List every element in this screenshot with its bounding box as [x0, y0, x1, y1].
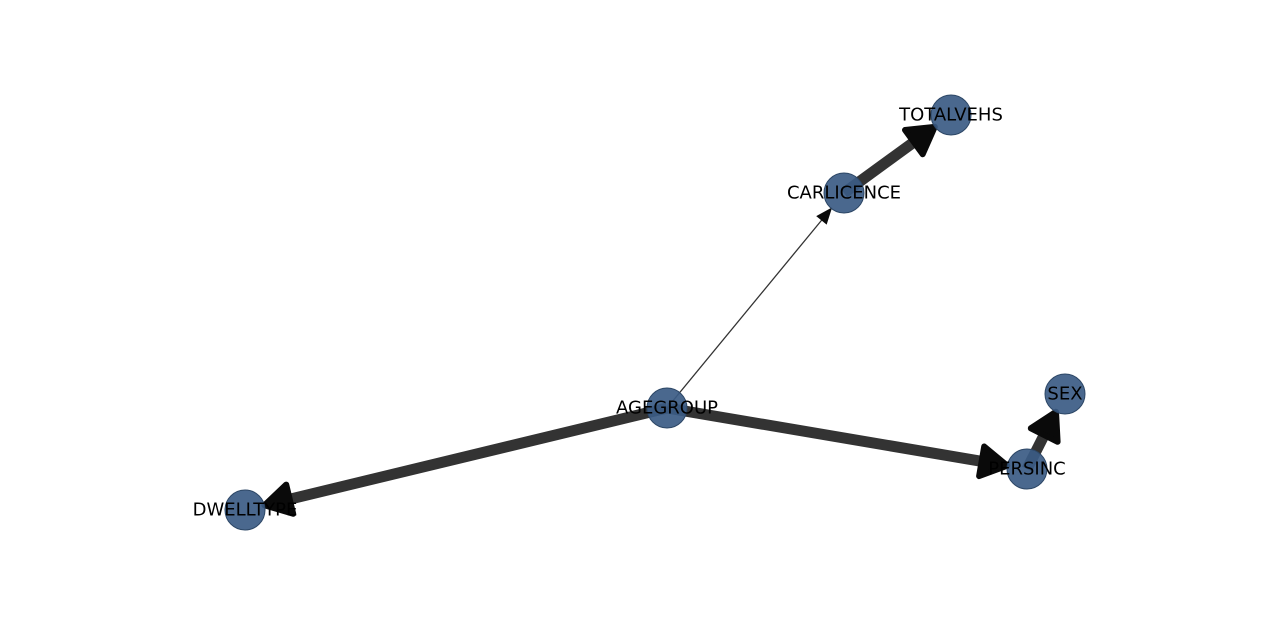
edges-layer	[261, 123, 1061, 517]
node-totalvehs	[930, 94, 972, 136]
edge-agegroup-to-dwelltype	[261, 402, 669, 517]
edge-agegroup-to-carlicence	[666, 207, 833, 409]
nodes-layer	[224, 94, 1086, 531]
node-label-persinc: PERSINC	[988, 459, 1066, 480]
edge-arrowhead	[976, 443, 1011, 480]
edge-line	[286, 402, 669, 506]
edge-arrowhead	[1027, 408, 1061, 445]
node-label-agegroup: AGEGROUP	[616, 398, 718, 419]
node-label-carlicence: CARLICENCE	[787, 183, 901, 204]
node-dwelltype	[224, 489, 266, 531]
node-label-sex: SEX	[1047, 384, 1082, 405]
node-sex	[1044, 373, 1086, 415]
node-label-dwelltype: DWELLTYPE	[193, 500, 298, 521]
edge-arrowhead	[816, 207, 833, 225]
labels-layer: AGEGROUP CARLICENCE TOTALVEHS PERSINC SEX DWE…	[193, 105, 1083, 521]
node-label-totalvehs: TOTALVEHS	[898, 105, 1003, 126]
edge-arrowhead	[902, 123, 938, 158]
edge-line	[666, 218, 824, 409]
edge-agegroup-to-persinc	[666, 402, 1011, 480]
edge-arrowhead	[261, 481, 297, 517]
node-agegroup	[646, 387, 688, 429]
node-carlicence	[823, 172, 865, 214]
node-persinc	[1006, 448, 1048, 490]
edge-line	[666, 402, 985, 468]
